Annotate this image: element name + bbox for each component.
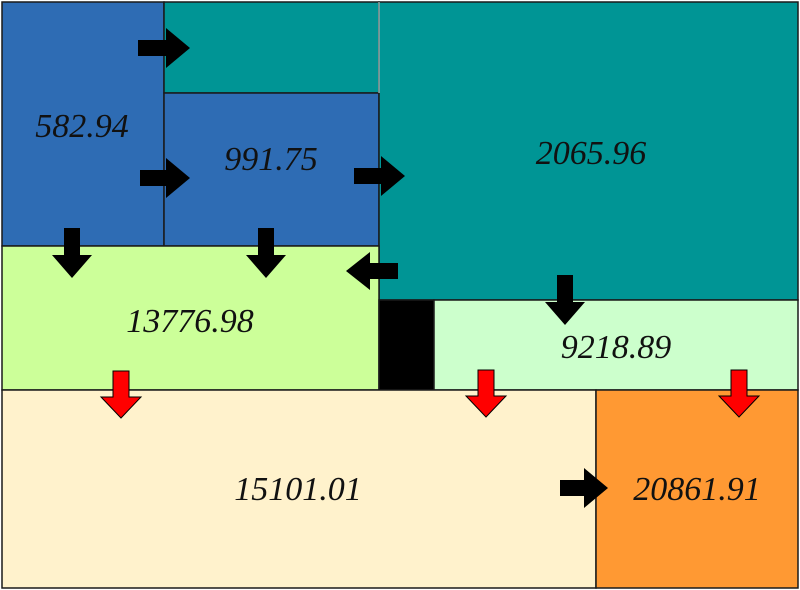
- cell-label: 582.94: [35, 108, 129, 145]
- cell-13776-98: [1, 245, 380, 391]
- black-block: [378, 299, 435, 391]
- cell-582-94: [1, 1, 165, 247]
- cell-991-75: [163, 92, 380, 247]
- cell-label: 20861.91: [633, 471, 761, 508]
- cell-label: 2065.96: [536, 135, 647, 172]
- cell-2065-96: [378, 1, 799, 301]
- arrow-down-icon: [52, 228, 92, 278]
- arrow-down-red-icon: [99, 370, 143, 419]
- arrow-down-red-icon: [717, 369, 761, 418]
- arrow-down-icon: [246, 228, 286, 278]
- cell-label: 13776.98: [126, 303, 254, 340]
- arrow-right-icon: [138, 28, 190, 68]
- cell-20861-91: [595, 389, 799, 589]
- cell-label: 991.75: [224, 141, 318, 178]
- arrow-down-red-icon: [464, 369, 508, 418]
- arrow-down-icon: [545, 275, 585, 325]
- arrow-right-icon: [560, 468, 608, 508]
- arrow-right-icon: [354, 156, 405, 196]
- cell-label: 9218.89: [561, 329, 672, 366]
- cell-teal-top: [163, 1, 380, 94]
- cell-15101-01: [1, 389, 597, 589]
- arrow-left-icon: [346, 252, 398, 290]
- cell-label: 15101.01: [234, 471, 362, 508]
- arrow-right-icon: [140, 158, 190, 198]
